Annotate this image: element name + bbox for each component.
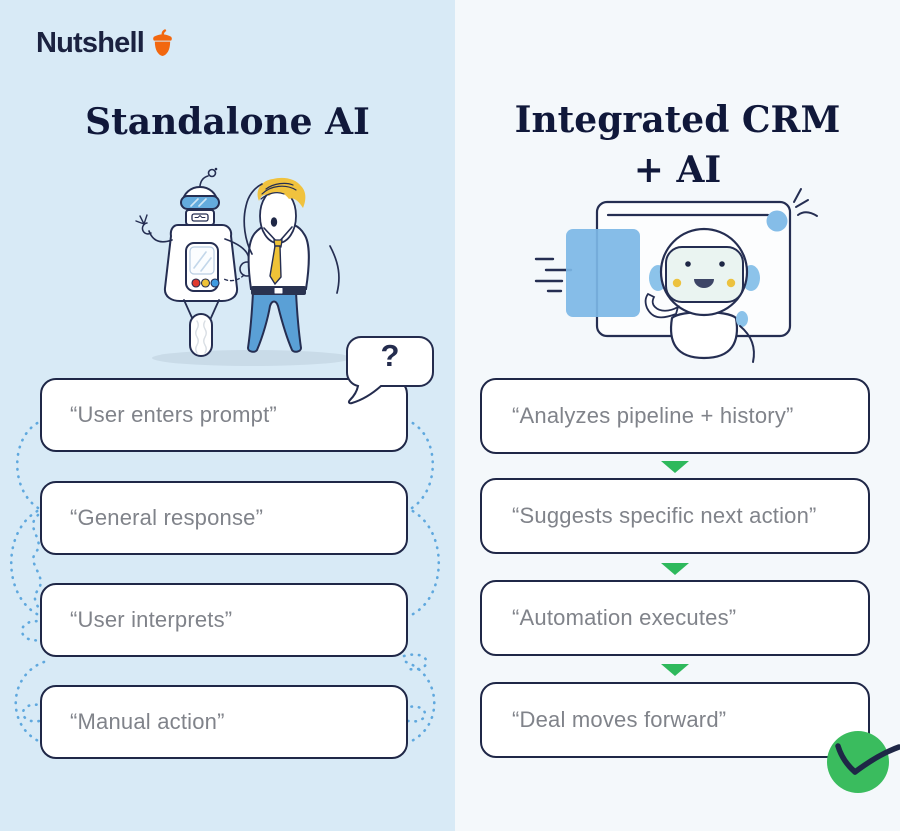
brand-name: Nutshell [36,27,145,59]
integrated-step-4: “Deal moves forward” [480,682,870,758]
integrated-step-1: “Analyzes pipeline + history” [480,378,870,454]
speech-bubble: ? [340,330,445,410]
integrated-title-line1: Integrated CRM [514,99,841,141]
friendly-robot-illustration [644,227,760,363]
step-label: “Automation executes” [512,605,737,630]
speech-bubble-shape [345,336,434,405]
integrated-title-line2: + AI [633,149,722,191]
crm-window-robot-illustration [534,188,818,363]
flow-arrow-down-icon [661,563,689,575]
brand-logo: Nutshell [36,27,174,60]
standalone-step-3: “User interprets” [40,583,408,657]
integrated-step-2: “Suggests specific next action” [480,478,870,554]
standalone-robot-and-user-illustration [135,167,352,366]
standalone-title: Standalone AI [85,101,370,143]
standalone-step-1: “User enters prompt” [40,378,408,452]
standalone-step-4: “Manual action” [40,685,408,759]
window-dot [766,210,788,232]
crm-card [566,229,640,317]
step-label: “Suggests specific next action” [512,503,817,528]
retro-robot-illustration [135,167,255,357]
flow-arrow-down-icon [661,664,689,676]
step-label: “General response” [70,505,264,530]
question-mark: ? [380,338,400,373]
step-label: “User enters prompt” [70,402,277,427]
step-label: “Deal moves forward” [512,707,727,732]
flow-arrow-down-icon [661,461,689,473]
step-label: “User interprets” [70,607,233,632]
sparkle-lines-icon [793,188,818,217]
integrated-title: Integrated CRM + AI [455,95,900,195]
step-label: “Manual action” [70,709,225,734]
check-icon [835,743,900,775]
check-circle [827,731,889,793]
acorn-icon [153,29,172,56]
standalone-step-2: “General response” [40,481,408,555]
integrated-step-3: “Automation executes” [480,580,870,656]
speed-lines-icon [534,257,573,293]
step-label: “Analyzes pipeline + history” [512,403,794,428]
confused-user-illustration [243,177,340,353]
